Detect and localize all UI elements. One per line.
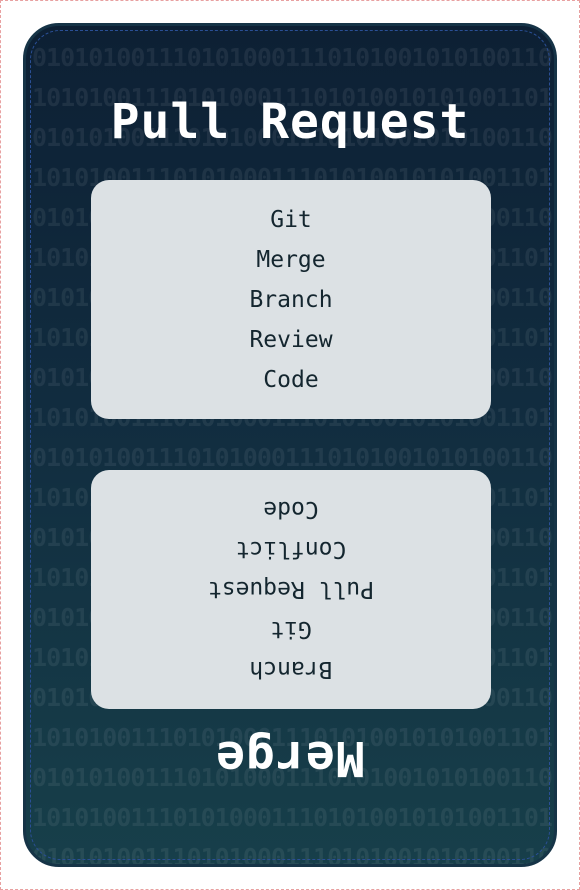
word-list-item: Conflict: [235, 536, 347, 562]
word-list-item: Branch: [249, 287, 333, 313]
word-list-item: Code: [263, 367, 319, 393]
card-title-top: Pull Request: [110, 94, 470, 150]
word-list-top: Git Merge Branch Review Code: [91, 180, 491, 419]
game-card[interactable]: 0101010011101010001110101001010100110101…: [23, 23, 557, 867]
word-list-item: Branch: [249, 656, 333, 682]
word-list-item: Code: [263, 496, 319, 522]
card-title-bottom: Merge: [215, 730, 365, 786]
word-list-item: Pull Request: [207, 576, 375, 602]
word-list-item: Review: [249, 327, 333, 353]
word-list-bottom: Branch Git Pull Request Conflict Code: [91, 470, 491, 709]
word-list-item: Git: [270, 207, 312, 233]
word-list-item: Merge: [256, 247, 326, 273]
word-list-item: Git: [270, 616, 312, 642]
